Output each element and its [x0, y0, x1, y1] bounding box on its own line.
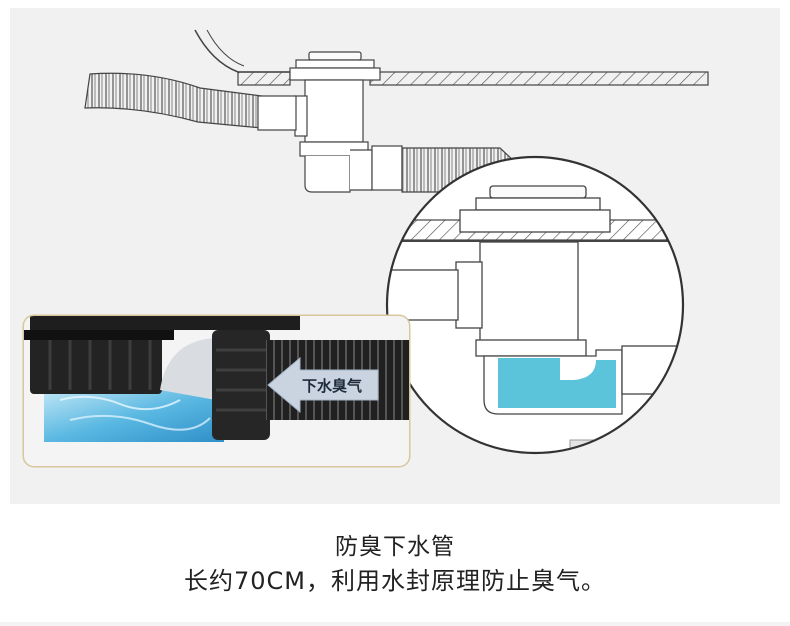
- water-seal: [498, 358, 616, 408]
- odor-arrow-label: 下水臭气: [302, 377, 362, 395]
- caption-description: 长约70CM，利用水封原理防止臭气。: [183, 567, 606, 595]
- drain-cap: [308, 51, 362, 61]
- photo-water: [44, 390, 224, 442]
- left-corrugated-hose: [84, 72, 263, 129]
- bottom-divider: [0, 622, 790, 626]
- caption-title: 防臭下水管: [335, 534, 455, 560]
- top-line-drawing: [84, 29, 709, 193]
- drain-body: [304, 79, 364, 143]
- water-trap: [304, 156, 351, 193]
- water-seal-photo: 下水臭气: [22, 314, 411, 468]
- odor-arrow: [267, 356, 379, 414]
- zoom-detail-circle: [385, 155, 685, 455]
- floor-slab: [369, 71, 709, 86]
